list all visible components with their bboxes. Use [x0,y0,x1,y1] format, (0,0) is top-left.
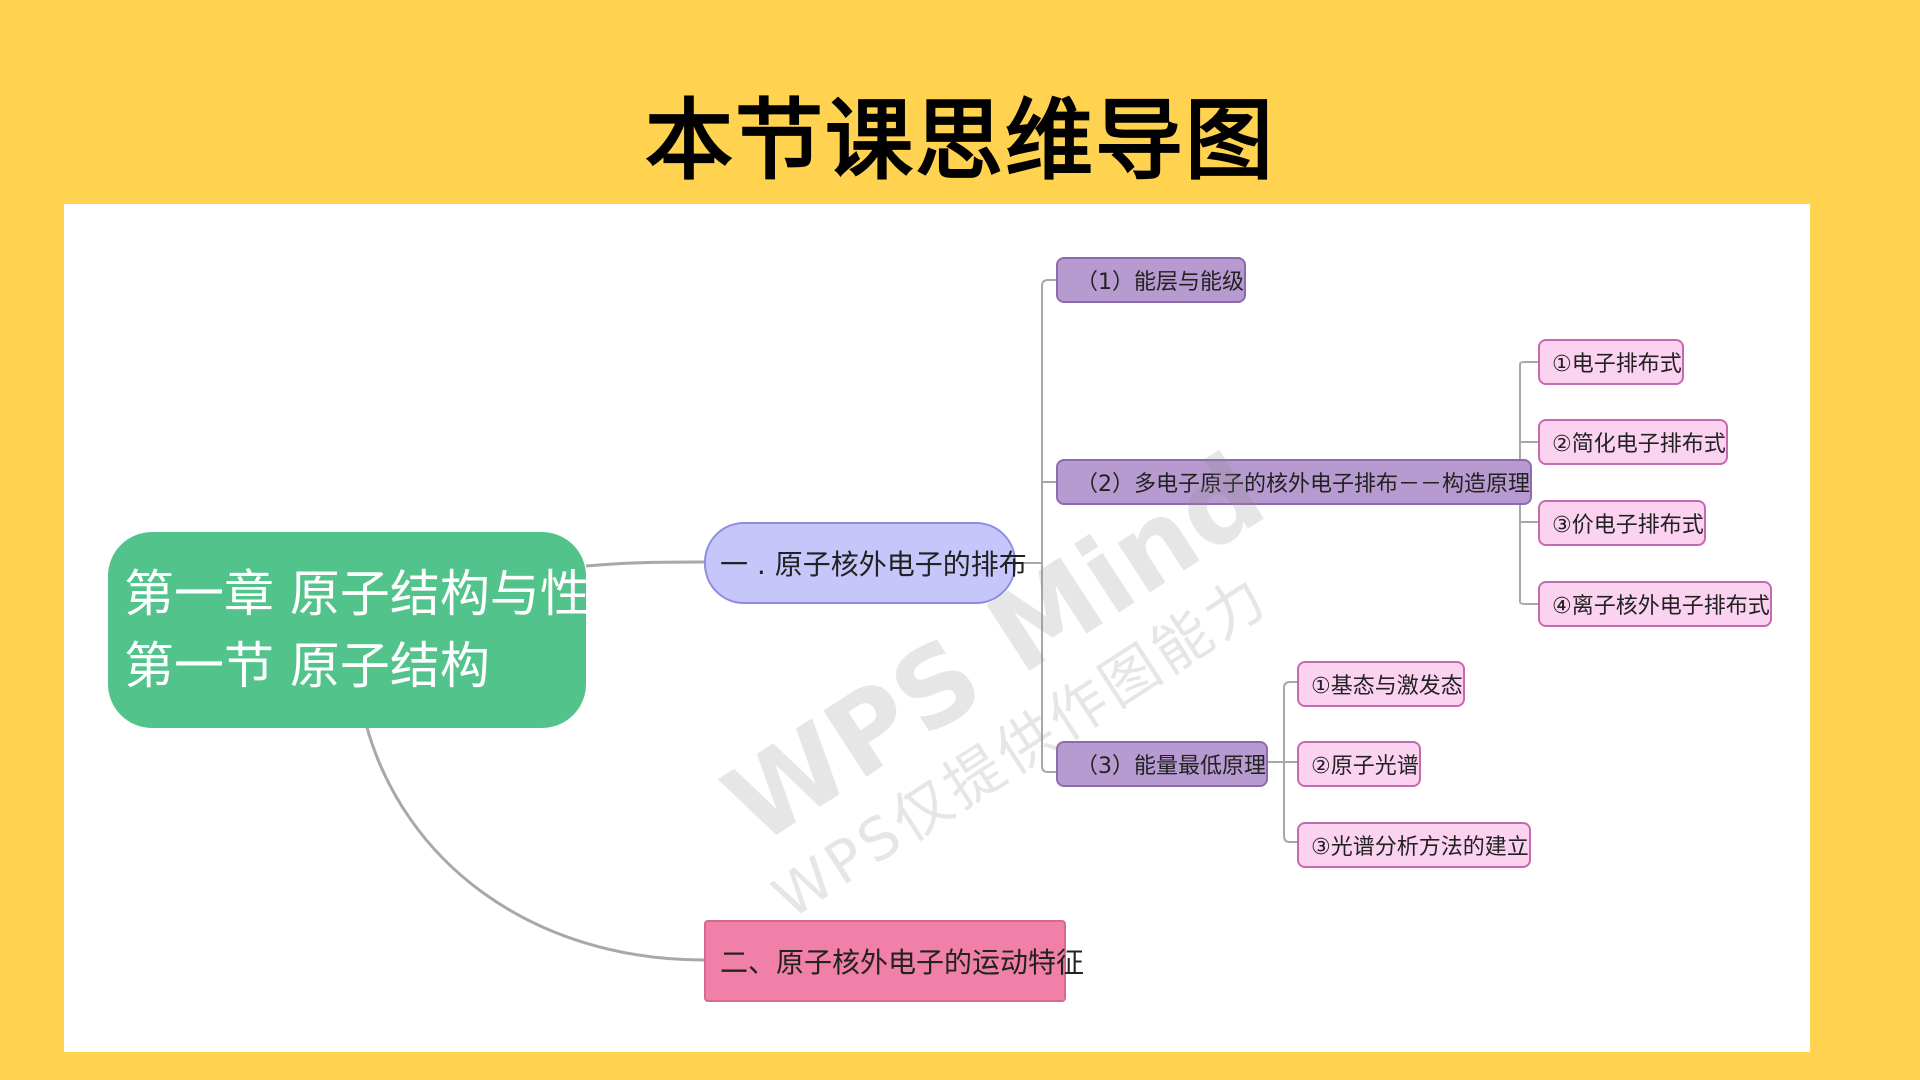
sub-node-aufbau-principle[interactable]: （2）多电子原子的核外电子排布－－构造原理 [1056,459,1532,505]
leaf-node-valence-config[interactable]: ③价电子排布式 [1538,500,1706,546]
branch-node-electron-motion[interactable]: 二、原子核外电子的运动特征 [704,920,1084,1002]
sub-node-energy-levels[interactable]: （1）能层与能级 [1056,257,1246,303]
branch-node-electron-arrangement[interactable]: 一 . 原子核外电子的排布 [704,522,1027,604]
leaf-node-ground-excited[interactable]: ①基态与激发态 [1297,661,1465,707]
leaf-node-simplified-config[interactable]: ②简化电子排布式 [1538,419,1728,465]
root-line2: 第一节 原子结构 [124,637,490,695]
connector-sub-trunk [1041,279,1057,773]
connector-root-branch1 [585,560,705,568]
leaf-node-atomic-spectrum[interactable]: ②原子光谱 [1297,741,1421,787]
root-node[interactable]: 第一章 原子结构与性质 第一节 原子结构 [108,532,640,728]
mindmap-canvas: 第一章 原子结构与性质 第一节 原子结构 一 . 原子核外电子的排布 （1）能层… [64,204,1810,1052]
connector-sub3-leaves [1258,681,1298,843]
page-title: 本节课思维导图 [644,89,1275,192]
leaf-node-electron-config[interactable]: ①电子排布式 [1538,339,1684,385]
sub-node-lowest-energy[interactable]: （3）能量最低原理 [1056,741,1268,787]
connector-root-branch2 [364,723,705,962]
leaf-node-ion-config[interactable]: ④离子核外电子排布式 [1538,581,1772,627]
leaf-node-spectral-analysis[interactable]: ③光谱分析方法的建立 [1297,822,1531,868]
root-line1: 第一章 原子结构与性质 [124,565,640,623]
